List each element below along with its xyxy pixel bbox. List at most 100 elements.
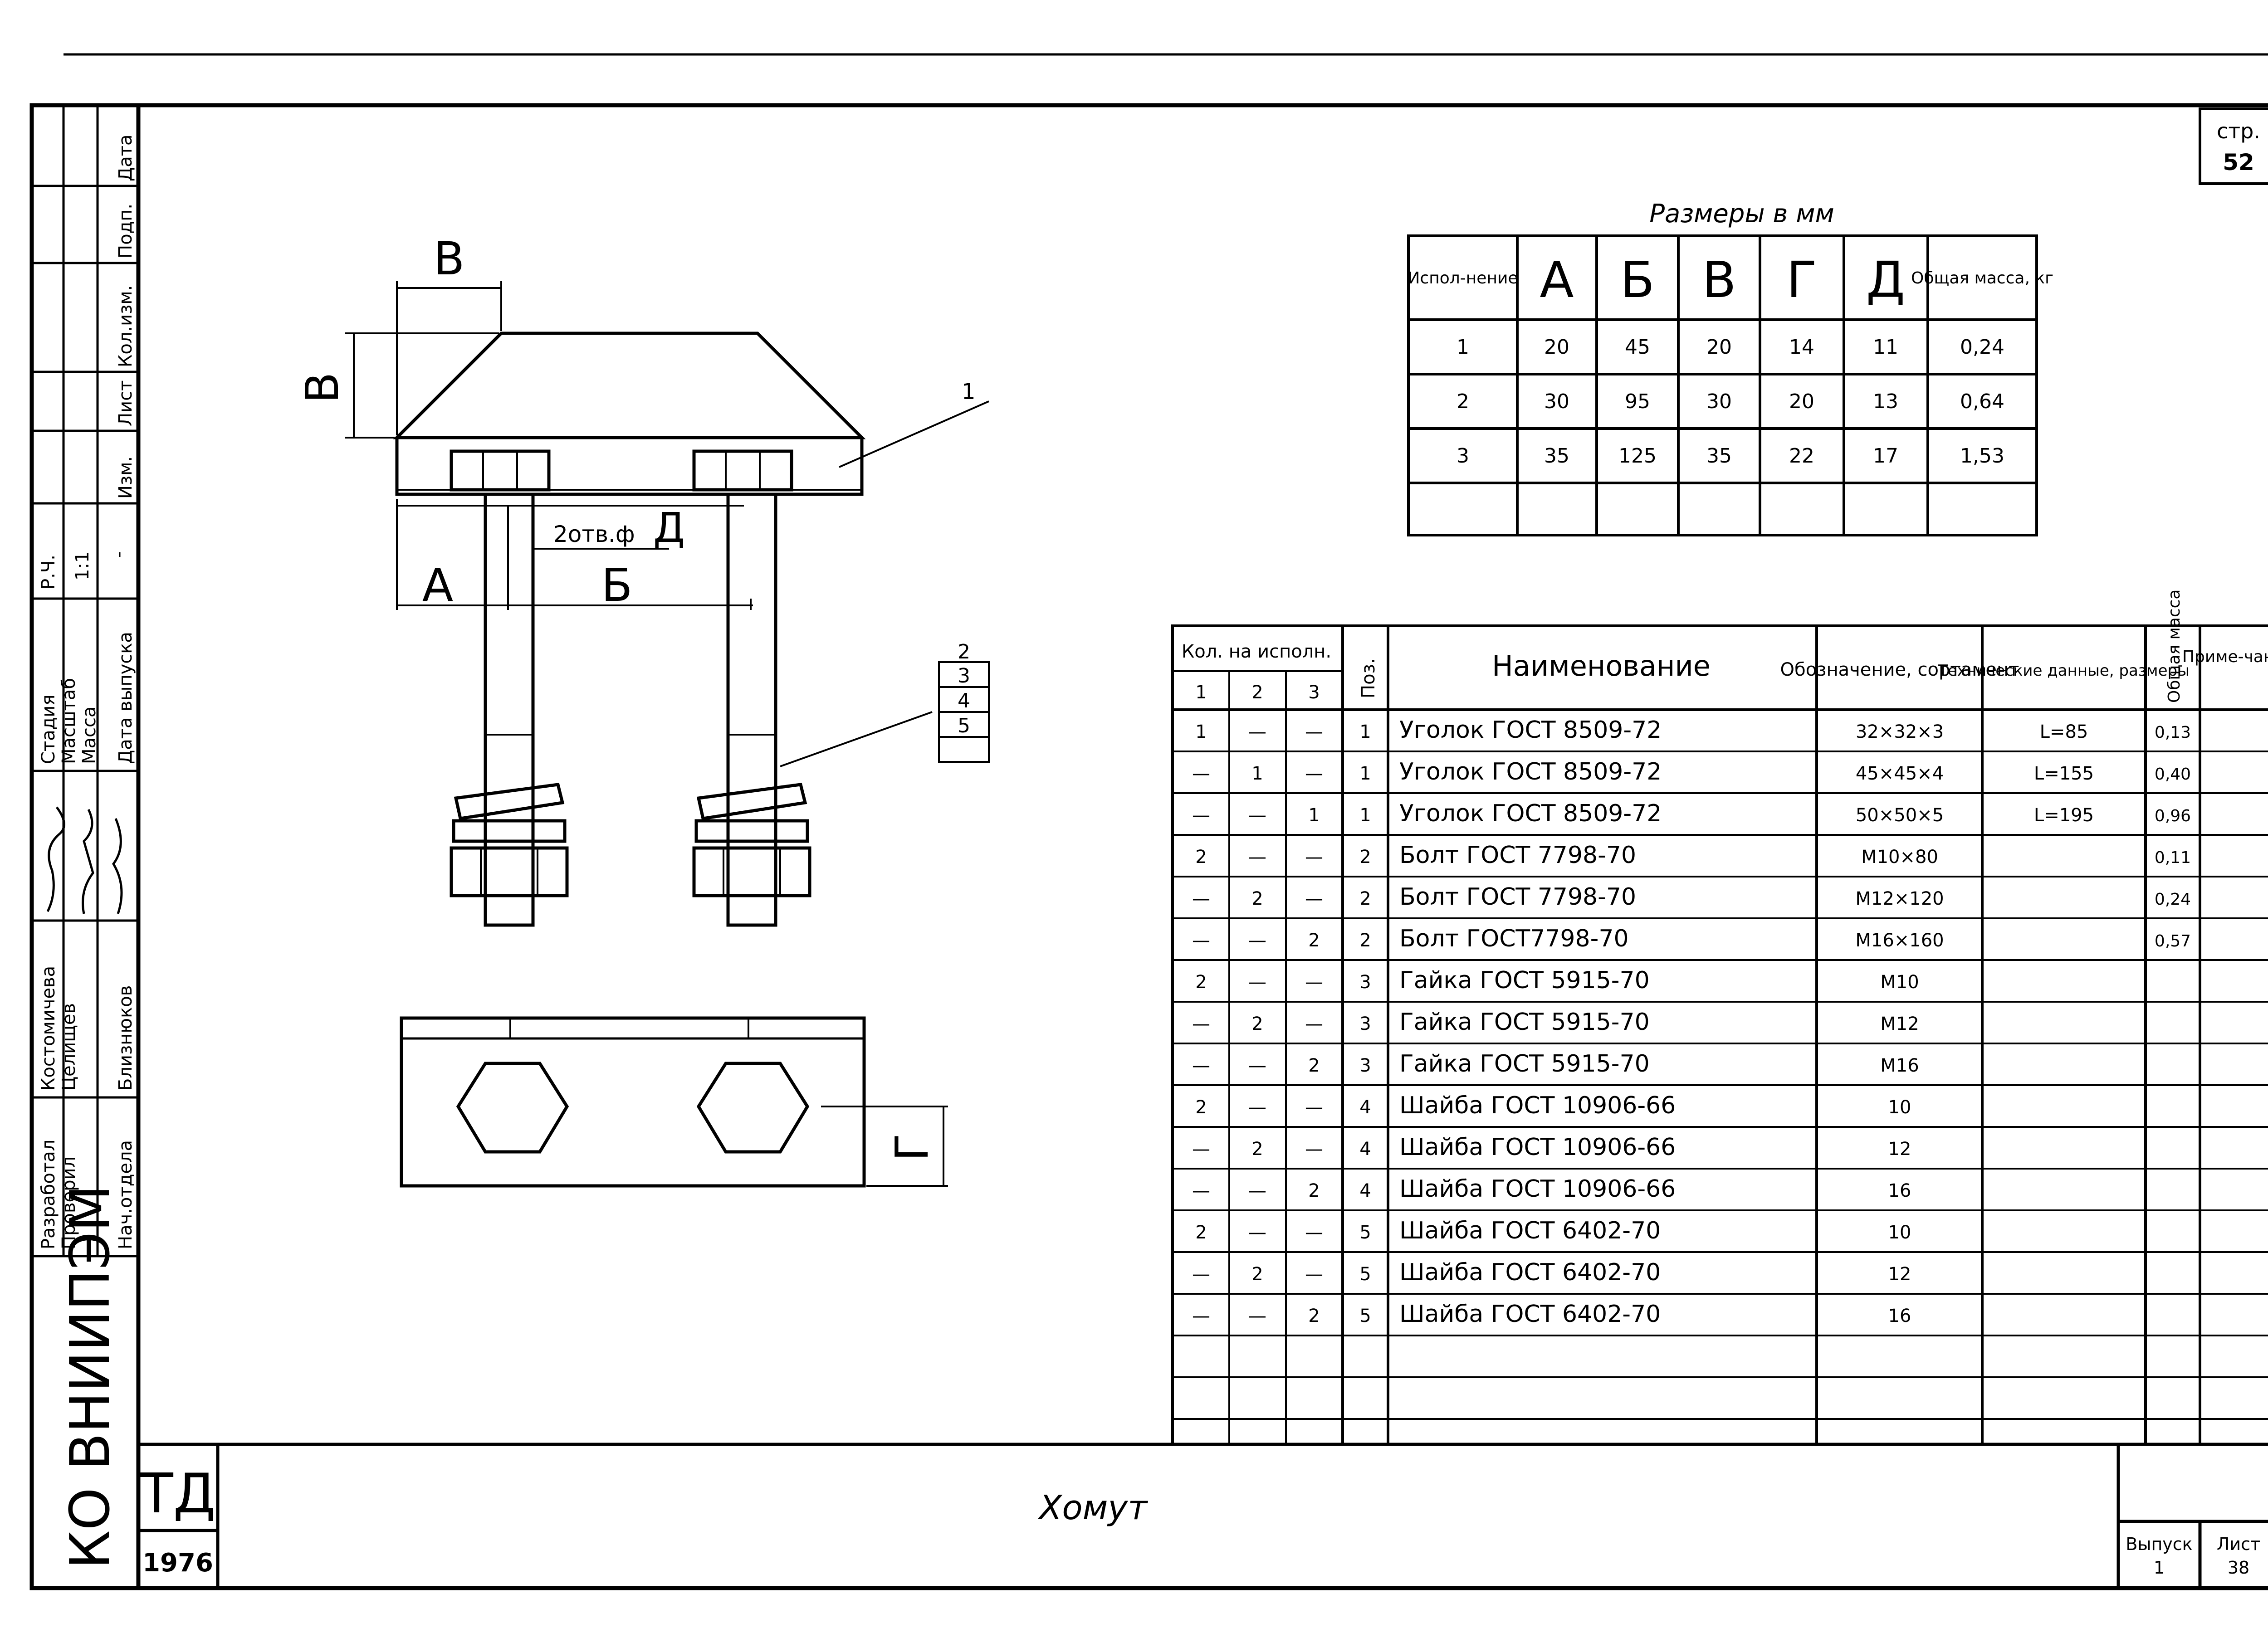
spec-item-name: Болт ГОСТ7798-70	[1399, 925, 1629, 952]
rev-header-sheet: Лист	[115, 380, 136, 426]
series-code: ТД	[139, 1462, 215, 1526]
spec-mass: 0,24	[2155, 890, 2191, 909]
page-label: стр.	[2217, 119, 2260, 143]
drawing-title: Хомут	[1037, 1488, 1149, 1527]
washer-right	[694, 819, 809, 843]
spec-item-name: Шайба ГОСТ 10906-66	[1399, 1134, 1676, 1161]
spec-position: 5	[1359, 1264, 1371, 1285]
spec-qty-3: 2	[1308, 930, 1320, 951]
role-developer: Разработал	[38, 1140, 59, 1249]
callout-stack: 2 3 4 5	[938, 640, 990, 763]
list-value: 38	[2228, 1558, 2249, 1578]
spec-qty-3: —	[1305, 972, 1323, 993]
dimensions-table	[1407, 234, 2038, 536]
spec-designation: 50×50×5	[1856, 805, 1944, 826]
spec-qty-2: 2	[1251, 1014, 1263, 1034]
spec-qty-2: —	[1248, 1306, 1266, 1326]
rev-header-change: Изм.	[115, 456, 136, 499]
dim-table-header: А	[1540, 251, 1574, 309]
spec-item-name: Гайка ГОСТ 5915-70	[1399, 1009, 1650, 1036]
spec-designation: 12	[1888, 1139, 1911, 1160]
dim-table-cell: 22	[1789, 444, 1814, 468]
spec-mass: 0,13	[2155, 723, 2191, 742]
spec-item-name: Уголок ГОСТ 8509-72	[1399, 717, 1662, 744]
spec-position: 5	[1359, 1222, 1371, 1243]
spec-position: 5	[1359, 1306, 1371, 1326]
spec-qty-2: —	[1248, 1097, 1266, 1118]
spec-qty-1: 2	[1195, 1222, 1207, 1243]
spec-qty-1: 1	[1195, 721, 1207, 742]
spec-position: 2	[1359, 930, 1371, 951]
callout-2: 2	[958, 640, 970, 663]
spec-designation: М16	[1880, 1055, 1919, 1076]
spec-designation: 32×32×3	[1856, 721, 1944, 742]
spec-qty-1: —	[1192, 1180, 1210, 1201]
dim-table-cell: 35	[1544, 444, 1569, 468]
role-head: Нач.отдела	[115, 1140, 136, 1249]
spec-item-name: Шайба ГОСТ 6402-70	[1399, 1301, 1661, 1328]
spec-qty-2: —	[1248, 1222, 1266, 1243]
dim-label-v-side: В	[296, 372, 349, 404]
washer-left	[452, 819, 567, 843]
stage-label: Стадия	[38, 695, 59, 764]
spec-qty-3: —	[1305, 1014, 1323, 1034]
spec-qty-2: —	[1248, 930, 1266, 951]
dim-table-cell: 20	[1706, 336, 1732, 359]
spec-qty-2: —	[1248, 805, 1266, 826]
spec-qty-3: 1	[1308, 805, 1320, 826]
spec-designation: М10	[1880, 972, 1919, 993]
spec-qty-1: —	[1192, 1306, 1210, 1326]
spec-qty-3: —	[1305, 1097, 1323, 1118]
spec-qty-2: 2	[1251, 888, 1263, 909]
spec-mass: 0,11	[2155, 848, 2191, 867]
rev-header-date: Дата	[115, 134, 136, 181]
spec-item-name: Гайка ГОСТ 5915-70	[1399, 1050, 1650, 1077]
spec-position: 4	[1359, 1139, 1371, 1160]
spec-qty-1: —	[1192, 1014, 1210, 1034]
spec-qty-1: 2	[1195, 847, 1207, 868]
spec-tech-data: L=155	[2034, 763, 2094, 784]
left-stamp	[32, 105, 138, 1258]
dim-label-d: Д	[653, 504, 685, 552]
dim-label-g: Г	[885, 1134, 938, 1161]
spec-item-name: Шайба ГОСТ 10906-66	[1399, 1092, 1676, 1119]
dim-table-header: Б	[1620, 251, 1654, 309]
dim-table-caption: Размеры в мм	[1649, 199, 1834, 229]
dim-table-cell: 20	[1544, 336, 1569, 359]
dim-table-cell: 2	[1457, 390, 1469, 413]
dim-table-cell: 35	[1706, 444, 1732, 468]
sheet-borders	[29, 53, 2268, 1590]
spec-qty-1: —	[1192, 1139, 1210, 1160]
spec-designation: 10	[1888, 1222, 1911, 1243]
spec-qty-3: 2	[1308, 1055, 1320, 1076]
spec-item-name: Шайба ГОСТ 6402-70	[1399, 1259, 1661, 1286]
spec-header-qty: Кол. на исполн.	[1182, 641, 1331, 662]
bolt-shank-right	[726, 492, 777, 927]
spec-qty-2: 2	[1251, 1139, 1263, 1160]
spec-qty-3: 2	[1308, 1306, 1320, 1326]
weight-label: Масса	[79, 706, 100, 764]
organization: КО ВНИИПЭМ	[59, 1185, 122, 1569]
spec-qty-2: —	[1248, 1055, 1266, 1076]
callout-4: 4	[958, 689, 970, 712]
spec-designation: М12×120	[1855, 888, 1944, 909]
dim-label-a: А	[422, 559, 453, 612]
angle-profile	[393, 331, 866, 439]
specification-table-rows	[1173, 751, 2268, 1420]
dim-table-cell: 30	[1706, 390, 1732, 413]
dim-table-header: В	[1702, 251, 1736, 309]
hex-nut-right	[696, 1062, 810, 1154]
issue-value: 1	[2154, 1558, 2165, 1578]
scale-label: Масштаб	[59, 678, 79, 764]
dim-table-header: Общая масса, кг	[1911, 269, 2053, 288]
spec-qty-2: —	[1248, 721, 1266, 742]
callout-1: 1	[962, 379, 976, 405]
dim-table-cell: 1,53	[1960, 444, 2004, 468]
spec-qty-1: —	[1192, 1264, 1210, 1285]
page-number: 52	[2223, 149, 2254, 175]
spec-header-qty-2: 2	[1251, 682, 1263, 703]
stage-value: Р.Ч.	[38, 555, 59, 590]
issue-label: Выпуск	[2126, 1534, 2192, 1554]
role-checker-name: Целищев	[59, 1003, 79, 1091]
